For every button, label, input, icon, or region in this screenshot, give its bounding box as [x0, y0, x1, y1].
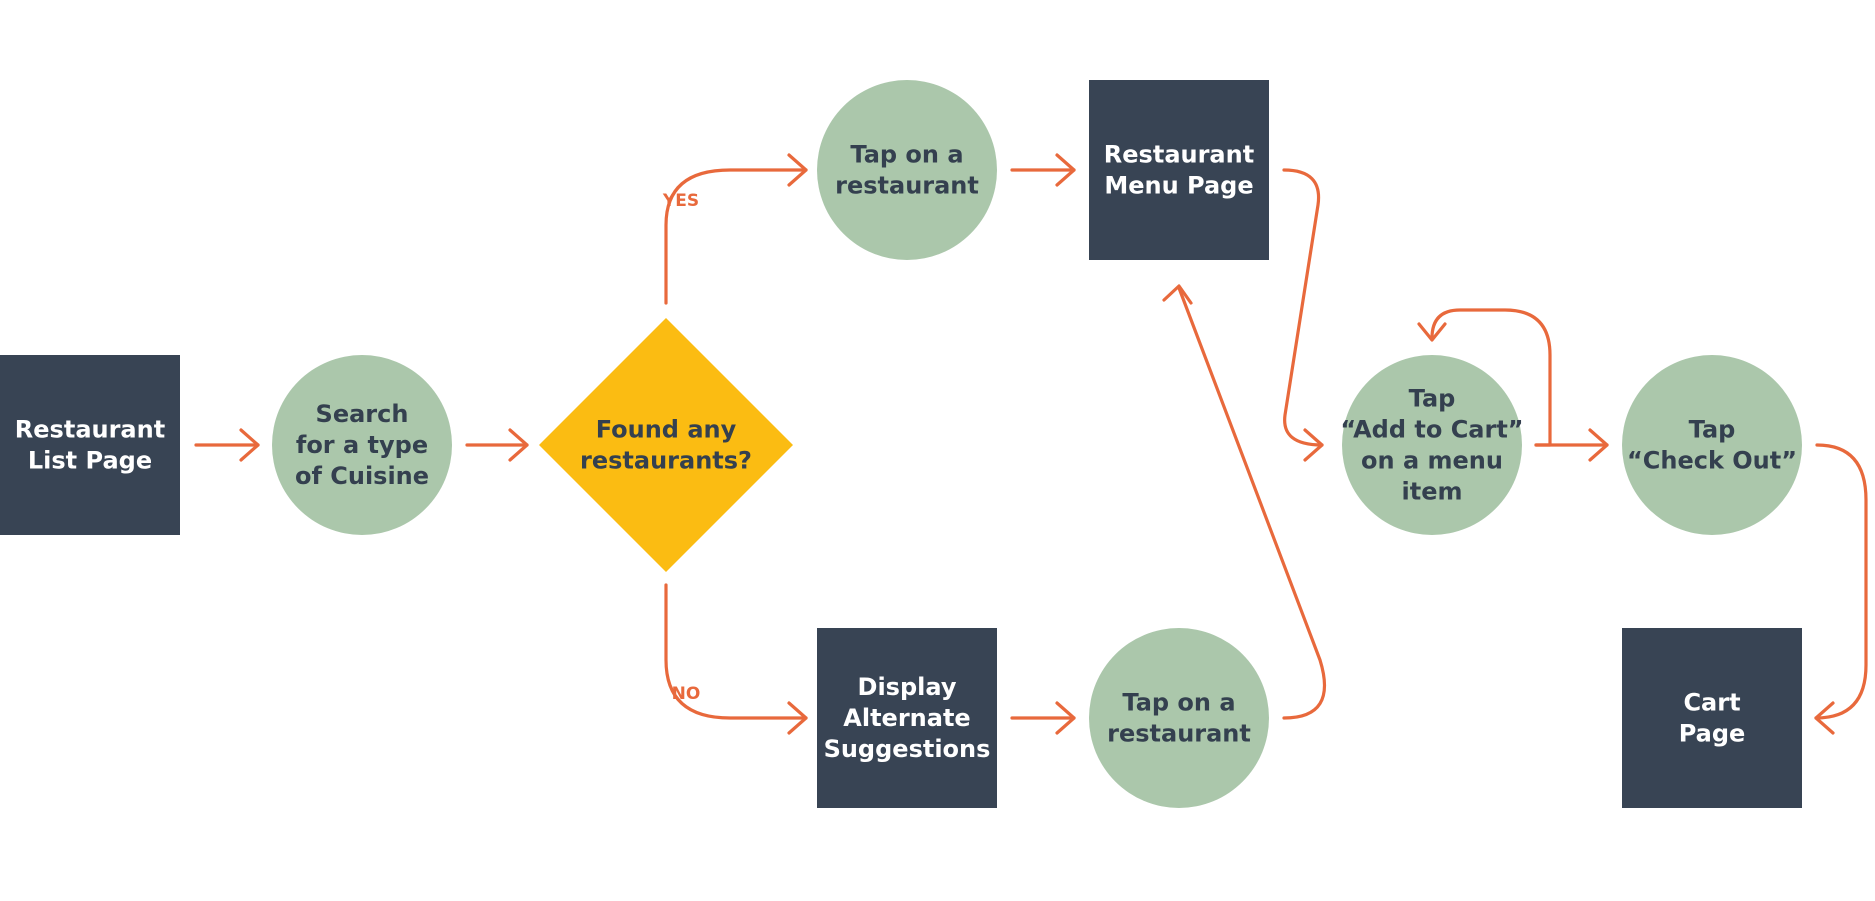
node-restaurant-list-shape [0, 355, 180, 535]
node-add-to-cart: Tap “Add to Cart” on a menu item [1340, 355, 1524, 535]
arrow-display-to-tap [1010, 701, 1076, 735]
node-add-to-cart-label-line: Tap [1409, 385, 1456, 413]
node-decision-label-line: Found any [596, 416, 737, 444]
node-search: Search for a type of Cuisine [272, 355, 452, 535]
node-menu-page-shape [1089, 80, 1269, 260]
node-restaurant-list-label-line: Restaurant [15, 416, 165, 444]
arrow-tap-to-menu [1010, 153, 1076, 187]
node-search-label-line: of Cuisine [295, 462, 429, 490]
arrow-checkout-to-cart [1814, 443, 1868, 735]
node-tap-top-label-line: Tap on a [850, 141, 963, 169]
node-tap-top: Tap on a restaurant [817, 80, 997, 260]
arrow-list-to-search [194, 428, 260, 462]
node-add-to-cart-shape [1342, 355, 1522, 535]
arrow-decision-yes [664, 153, 808, 305]
edge-label-yes: YES [662, 191, 699, 211]
node-display-alt-label-line: Display [858, 673, 957, 701]
node-check-out-shape [1622, 355, 1802, 535]
node-add-to-cart-label-line: “Add to Cart” [1340, 416, 1523, 444]
node-display-alt-label-line: Alternate [843, 704, 970, 732]
node-menu-page-label-line: Menu Page [1104, 172, 1253, 200]
edge-label-no: NO [672, 684, 701, 704]
node-cart-page-label-line: Page [1679, 720, 1746, 748]
node-tap-bottom: Tap on a restaurant [1089, 628, 1269, 808]
arrow-search-to-decision [465, 428, 529, 462]
node-cart-page-label-line: Cart [1683, 689, 1740, 717]
node-check-out-label-line: Tap [1689, 416, 1736, 444]
node-tap-bottom-shape [1089, 628, 1269, 808]
node-menu-page-label-line: Restaurant [1104, 141, 1254, 169]
node-decision-shape [539, 318, 793, 572]
node-tap-top-shape [817, 80, 997, 260]
node-search-label-line: Search [316, 400, 409, 428]
node-restaurant-list-label-line: List Page [28, 447, 152, 475]
node-check-out-label-line: “Check Out” [1627, 447, 1797, 475]
node-display-alt-label-line: Suggestions [824, 735, 991, 763]
node-add-to-cart-label-line: on a menu [1361, 447, 1503, 475]
arrow-add-to-checkout [1534, 428, 1609, 462]
node-tap-top-label-line: restaurant [835, 172, 979, 200]
node-display-alt-shape [817, 628, 997, 808]
node-decision: Found any restaurants? [539, 318, 793, 572]
flow-arrows [194, 153, 1868, 735]
arrow-tap-back-to-menu [1162, 284, 1326, 720]
node-cart-page-shape [1622, 628, 1802, 808]
node-add-to-cart-label-line: item [1402, 478, 1463, 506]
node-tap-bottom-label-line: Tap on a [1122, 689, 1235, 717]
node-tap-bottom-label-line: restaurant [1107, 720, 1251, 748]
node-decision-label-line: restaurants? [580, 447, 752, 475]
node-check-out: Tap “Check Out” [1622, 355, 1802, 535]
node-search-shape [272, 355, 452, 535]
arrow-decision-no [664, 583, 808, 735]
arrow-add-loop [1417, 308, 1552, 447]
arrow-menu-to-add [1282, 168, 1324, 462]
node-search-label-line: for a type [296, 431, 428, 459]
